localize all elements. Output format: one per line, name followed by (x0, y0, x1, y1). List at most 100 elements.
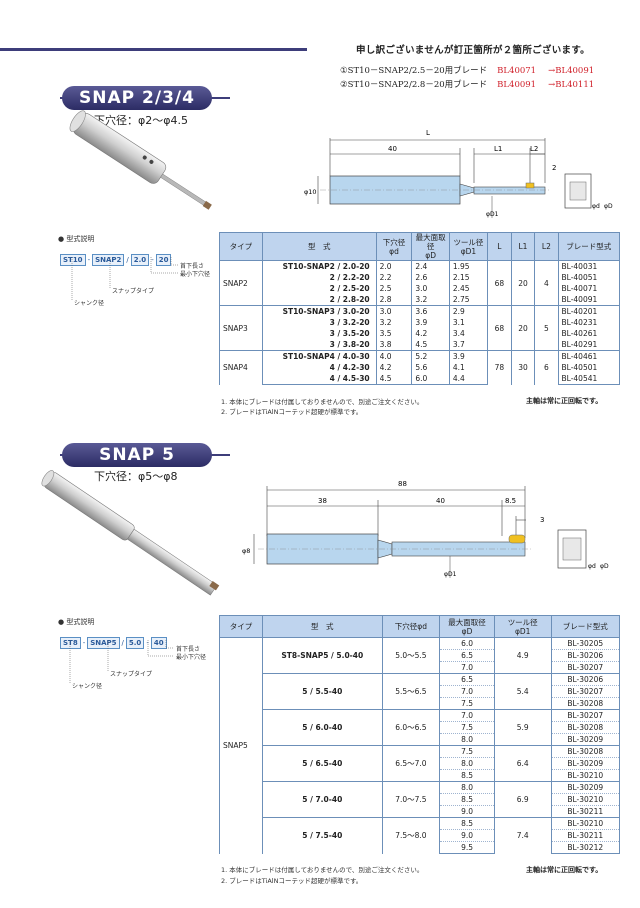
note-2: 2. ブレードはTiAlNコーテッド超硬が標準です。 (221, 877, 363, 885)
correction-notice-title: 申し訳ございませんが訂正箇所が２箇所ございます。 (356, 45, 590, 56)
model-cell: 5 / 7.5-40 (262, 817, 383, 854)
spec-table-snap234: タイプ 型 式 下穴径 φd 最大面取径 φD ツール径 φD1 L L1 L2… (219, 232, 621, 385)
blade-cell: BL-40541 (557, 373, 621, 385)
table-cell: 3.9 (448, 350, 489, 362)
header-cell: L1 (510, 232, 536, 261)
code-part-shank: ST8 (60, 637, 81, 649)
dim-phid: φd (588, 563, 596, 570)
tool-photo-snap234 (69, 110, 212, 210)
model-cell: 4 / 4.5-30 (261, 373, 377, 385)
table-cell: 6.0～6.5 (381, 709, 441, 746)
header-cell: タイプ (219, 232, 263, 261)
table-cell: 2.45 (448, 283, 489, 294)
correction-new: →BL40111 (548, 80, 595, 90)
table-cell: 68 (487, 305, 512, 351)
header-cell: ツール径 φD1 (448, 232, 489, 261)
blade-cell: BL-40031 (557, 260, 621, 272)
blade-cell: BL-30210 (550, 793, 620, 806)
code-label-snap-type: スナップタイプ (112, 288, 155, 295)
table-cell: 3.2 (375, 317, 413, 328)
table-cell: 3.0 (375, 305, 413, 317)
model-cell: ST10-SNAP4 / 4.0-30 (261, 350, 377, 362)
header-cell: L (487, 232, 512, 261)
table-cell: 2.75 (448, 294, 489, 306)
table-cell: 6.5 (439, 673, 495, 686)
model-cell: ST10-SNAP2 / 2.0-20 (261, 260, 377, 272)
blade-cell: BL-30205 (550, 637, 620, 650)
table-cell: 8.5 (439, 769, 495, 782)
note-1: 1. 本体にブレードは付属しておりませんので、別途ご注文ください。 (221, 866, 424, 874)
table-cell: 4.1 (448, 362, 489, 373)
blade-cell: BL-30211 (550, 829, 620, 842)
header-cell: 型 式 (262, 615, 383, 638)
code-part-type: SNAP2 (92, 254, 125, 266)
blade-cell: BL-40501 (557, 362, 621, 373)
table-cell: 4.5 (375, 373, 413, 385)
table-cell: 3.8 (375, 339, 413, 351)
table-cell: 8.0 (439, 733, 495, 746)
blade-cell: BL-40291 (557, 339, 621, 351)
table-cell: 6.0 (439, 637, 495, 650)
header-cell: ブレード型式 (557, 232, 621, 261)
dimension-drawing-snap5: 88 38 40 8.5 3 φ8 φD1 φd φD (242, 480, 609, 578)
header-cell: タイプ (218, 615, 264, 638)
code-heading: ● 型式説明 (58, 235, 95, 243)
blade-cell: BL-30208 (550, 721, 620, 734)
table-cell: 6.5～7.0 (381, 745, 441, 782)
table-cell: 5.2 (411, 350, 450, 362)
blade-cell: BL-30206 (550, 673, 620, 686)
table-cell: 4.4 (448, 373, 489, 385)
table-cell: 8.0 (439, 781, 495, 794)
table-cell: 6 (534, 350, 559, 385)
model-cell: ST10-SNAP3 / 3.0-20 (261, 305, 377, 317)
dim-88: 88 (398, 480, 407, 488)
table-cell: 5.0～5.5 (381, 637, 441, 674)
dim-phiD1: φD1 (486, 211, 499, 218)
header-rule (0, 48, 307, 51)
dim-L: L (426, 129, 430, 137)
type-cell: SNAP2 (219, 260, 263, 306)
table-cell: 7.0 (439, 685, 495, 698)
blade-cell: BL-40201 (557, 305, 621, 317)
blade-cell: BL-30210 (550, 769, 620, 782)
code-label-min-dia: 最小下穴径 (176, 654, 207, 661)
section-title-snap5: SNAP 5 (62, 443, 212, 467)
table-cell: 4.5 (411, 339, 450, 351)
blade-cell: BL-40231 (557, 317, 621, 328)
type-cell: SNAP4 (219, 350, 263, 385)
table-cell: 2.2 (375, 272, 413, 283)
correction-label: ②ST10－SNAP2/2.8－20用ブレード (340, 80, 488, 90)
model-cell: 2 / 2.2-20 (261, 272, 377, 283)
table-cell: 9.5 (439, 841, 495, 854)
correction-old: BL40091 (497, 80, 537, 90)
blade-cell: BL-40071 (557, 283, 621, 294)
blade-cell: BL-30210 (550, 817, 620, 830)
code-leader-lines (71, 257, 178, 301)
blade-cell: BL-30208 (550, 745, 620, 758)
table-cell: 78 (487, 350, 512, 385)
code-label-min-dia: 最小下穴径 (180, 271, 211, 278)
correction-new: →BL40091 (548, 66, 595, 76)
table-cell: 8.5 (439, 793, 495, 806)
header-cell: 下穴径 φd (375, 232, 413, 261)
note-rotation: 主軸は常に正回転です。 (526, 866, 603, 874)
table-row: 9.5 BL-30212 (220, 841, 620, 854)
table-cell: 30 (510, 350, 536, 385)
table-cell: 7.5 (439, 745, 495, 758)
table-cell: 3.7 (448, 339, 489, 351)
table-cell: 5.6 (411, 362, 450, 373)
dimension-drawing-snap234: L 40 L1 L2 2 φ10 φD1 φd φD (304, 129, 613, 218)
table-cell: 4 (534, 260, 559, 306)
blade-cell: BL-30212 (550, 841, 620, 854)
